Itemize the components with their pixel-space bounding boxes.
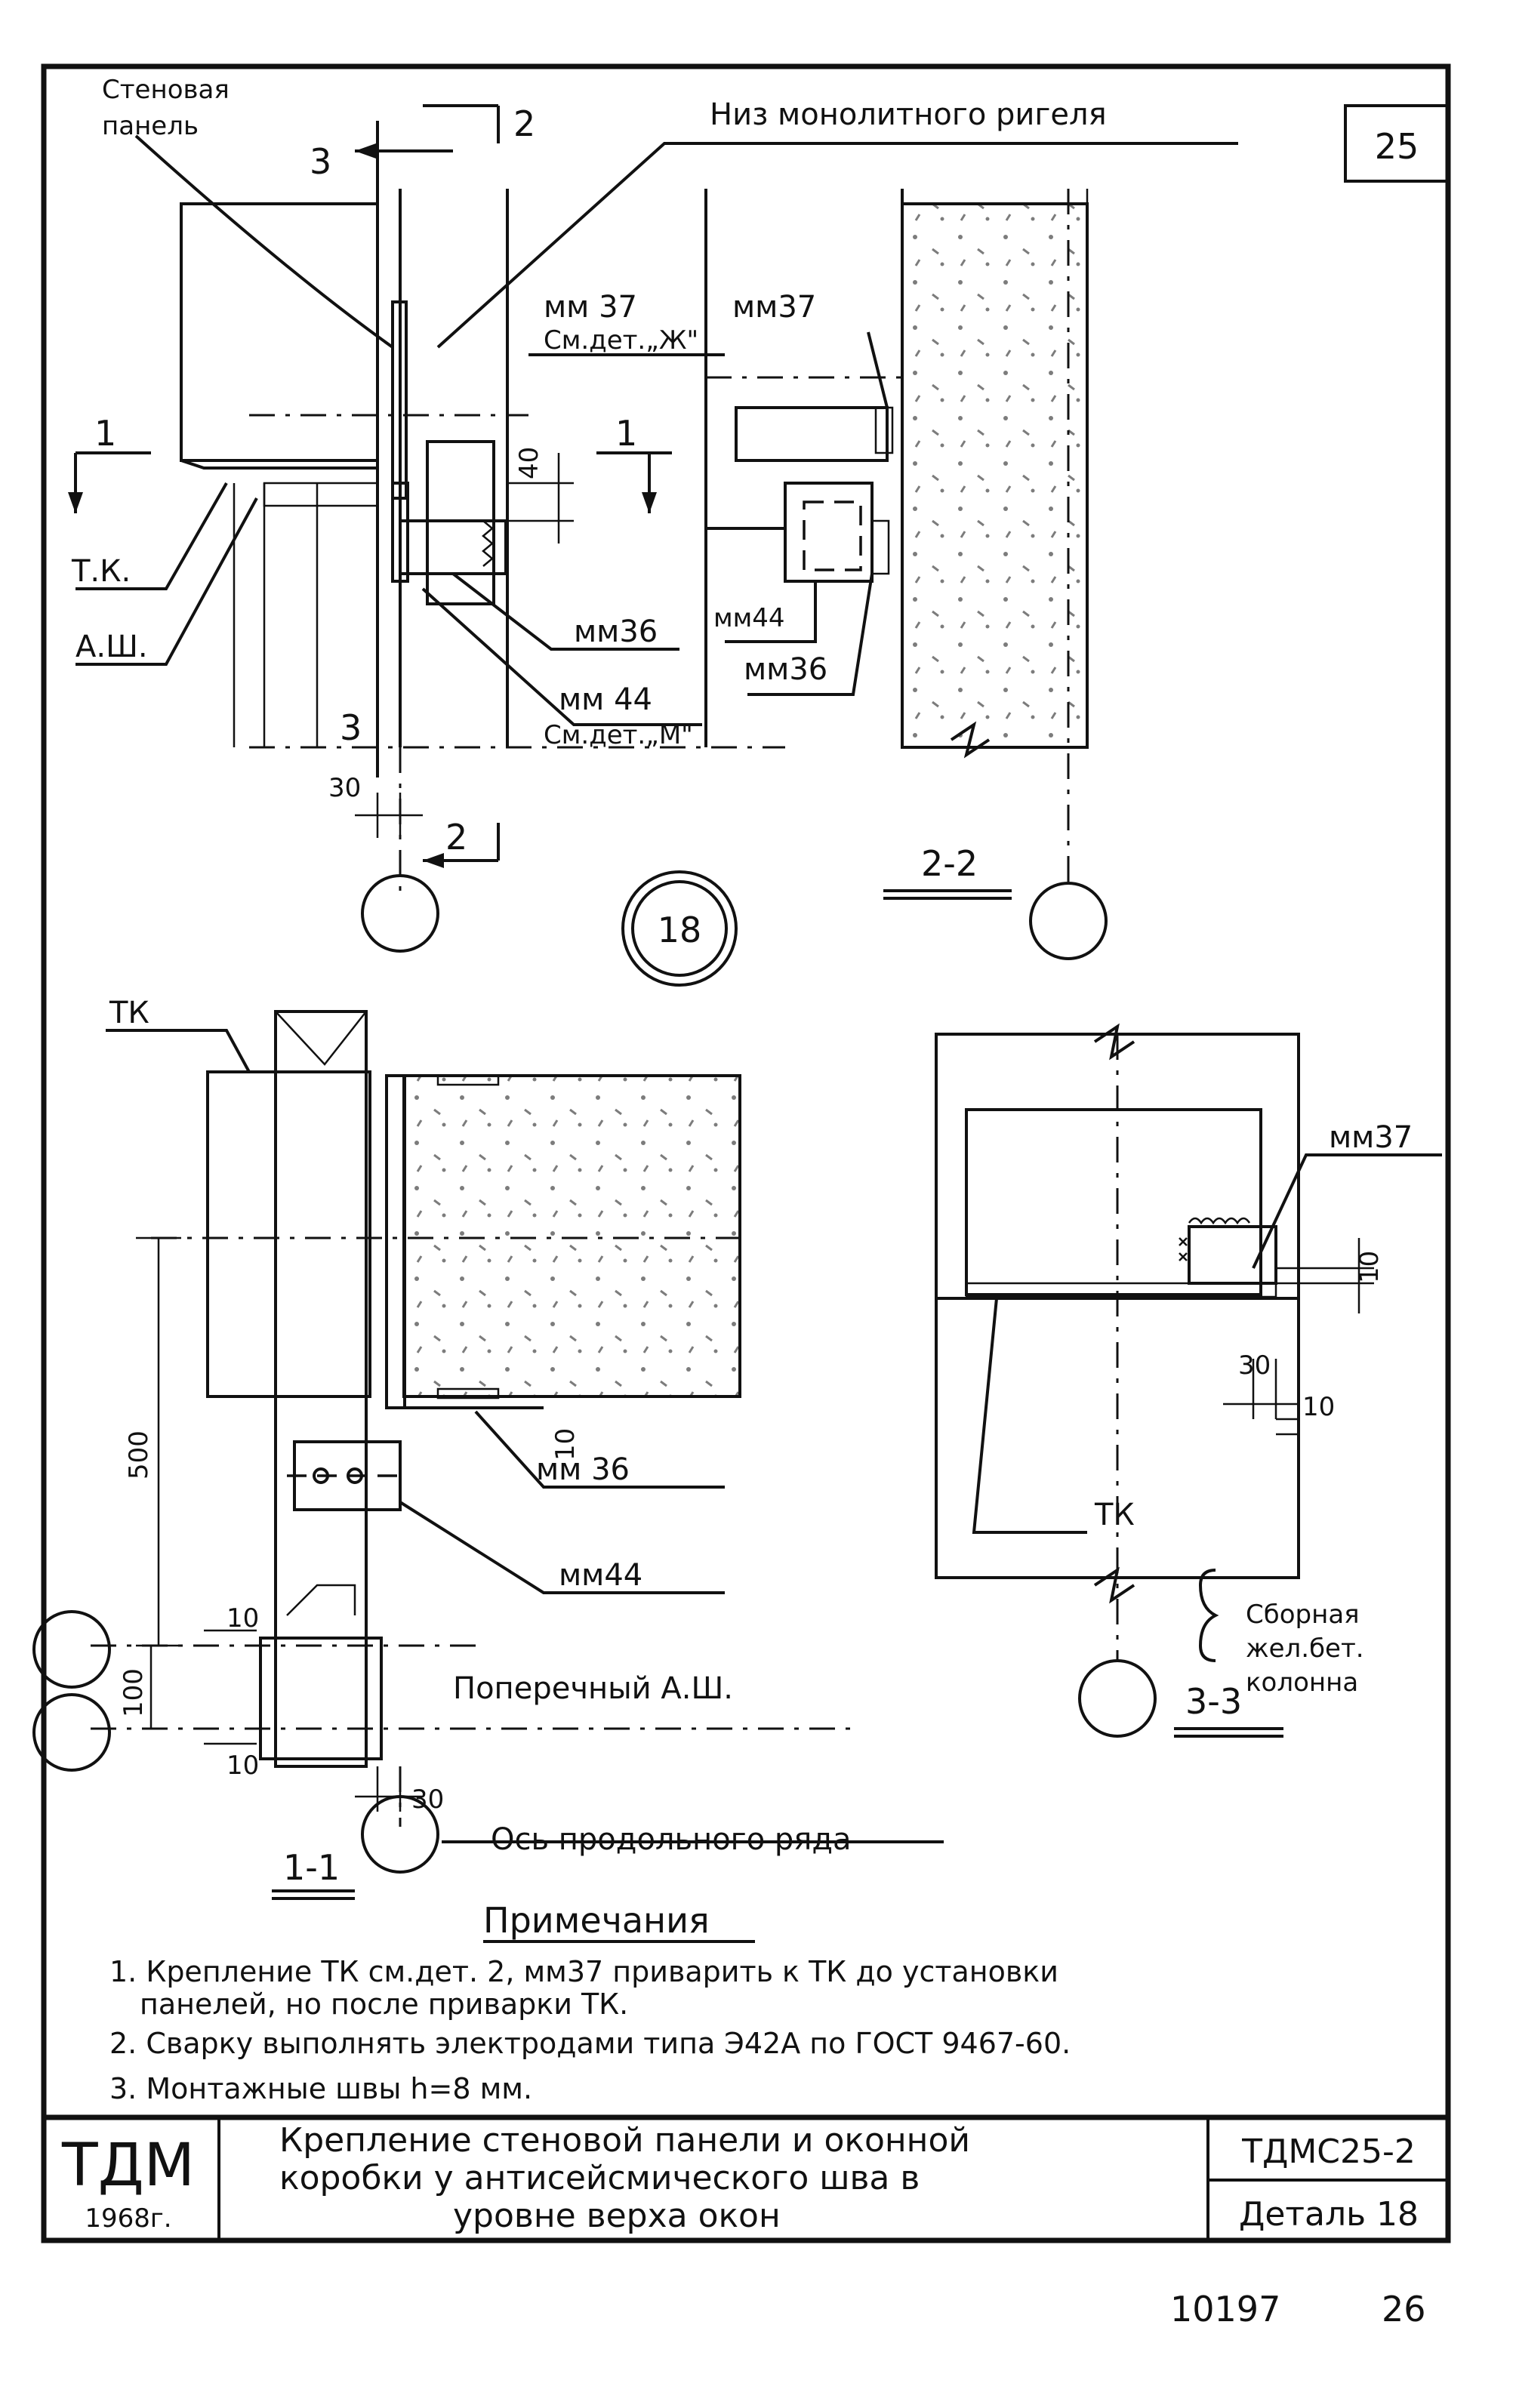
mm44-label-a: мм 44 — [559, 682, 652, 717]
ash-label-a: А.Ш. — [75, 630, 148, 664]
section-1-1 — [32, 1010, 853, 1874]
section-2-2-label: 2-2 — [921, 843, 978, 884]
dim-10-label-e: 10 — [1354, 1251, 1385, 1283]
notes-item-2: 2. Сварку выполнять электродами типа Э42… — [109, 2027, 1071, 2060]
cut-2-top-label: 2 — [513, 103, 535, 144]
dim-30-label-b: 30 — [411, 1784, 444, 1815]
section-2-2 — [704, 189, 1108, 960]
plan-view — [68, 104, 1238, 953]
notes-item-3: 3. Монтажные швы h=8 мм. — [109, 2072, 532, 2105]
detail-marker — [621, 870, 738, 987]
section-1-1-label: 1-1 — [283, 1847, 340, 1888]
precast-label-1: Сборная — [1246, 1600, 1360, 1630]
tk-label-a: Т.К. — [71, 554, 131, 589]
dim-30-label-c: 30 — [1238, 1350, 1271, 1381]
precast-label-3: колонна — [1246, 1667, 1358, 1698]
ash-filler — [259, 1637, 383, 1760]
dim-10-label-d: 10 — [226, 1751, 259, 1781]
section-3-3-label: 3-3 — [1185, 1681, 1242, 1722]
title-logo: ТДМ — [61, 2132, 195, 2200]
dim-500-label: 500 — [124, 1430, 154, 1480]
section-3-3 — [935, 1023, 1442, 1738]
precast-label-2: жел.бет. — [1246, 1634, 1364, 1664]
see-detail-zh-label: См.дет.„Ж" — [544, 325, 698, 356]
dim-40-label: 40 — [514, 447, 544, 479]
sheet-frame — [41, 63, 1451, 2243]
detail-circle-label: 18 — [658, 910, 702, 950]
see-detail-m-label: См.дет.„М" — [544, 720, 693, 750]
title-year: 1968г. — [85, 2203, 171, 2234]
mm36-label-b: мм36 — [744, 652, 827, 687]
dim-10-label-f: 10 — [1302, 1392, 1335, 1422]
transverse-ash-label: Поперечный А.Ш. — [453, 1671, 733, 1706]
cut-1-left-label: 1 — [94, 413, 116, 454]
bottom-beam-label: Низ монолитного ригеля — [710, 97, 1107, 132]
title-line-2: коробки у антисейсмического шва в — [279, 2159, 920, 2197]
mm36-label-c: мм 36 — [536, 1452, 630, 1487]
dim-10-label-c: 10 — [226, 1603, 259, 1634]
dim-30-label-a: 30 — [328, 773, 361, 803]
notes-heading: Примечания — [483, 1900, 710, 1941]
title-line-1: Крепление стеновой панели и оконной — [279, 2121, 970, 2160]
cut-1-right-label: 1 — [615, 413, 637, 454]
title-detail: Деталь 18 — [1239, 2195, 1419, 2234]
tk-label-c: ТК — [1094, 1498, 1135, 1532]
mm44-label-c: мм44 — [559, 1558, 642, 1593]
title-block — [44, 2114, 1448, 2240]
mm37-label-c: мм37 — [1329, 1120, 1413, 1155]
archive-number: 10197 — [1170, 2289, 1280, 2329]
mm36-label-a: мм36 — [574, 614, 658, 649]
wall-panel-block — [180, 202, 379, 462]
notes-item-1: 1. Крепление ТК см.дет. 2, мм37 приварит… — [109, 1955, 1058, 1988]
mm44-label-b: мм44 — [713, 603, 785, 633]
mm37-label-a: мм 37 — [544, 290, 637, 325]
long-row-axis-label: Ось продольного ряда — [491, 1822, 852, 1857]
cut-2-bottom-label: 2 — [445, 817, 467, 858]
wall-panel-label-2: панель — [102, 111, 199, 141]
cut-3-bottom-label: 3 — [340, 707, 362, 748]
sheet-number: 25 — [1375, 126, 1419, 167]
notes-item-1-cont: панелей, но после приварки ТК. — [140, 1988, 628, 2021]
cut-3-top-label: 3 — [310, 141, 331, 182]
title-code: ТДМС25-2 — [1241, 2132, 1416, 2171]
wall-panel-label-1: Стеновая — [102, 75, 230, 105]
mm37-label-b: мм37 — [732, 290, 816, 325]
title-line-3: уровне верха окон — [453, 2197, 781, 2235]
dim-10-label-b: 10 — [550, 1428, 581, 1461]
page-number: 26 — [1382, 2289, 1426, 2329]
dim-100-label: 100 — [119, 1668, 149, 1717]
tk-label-b: ТК — [109, 996, 149, 1030]
